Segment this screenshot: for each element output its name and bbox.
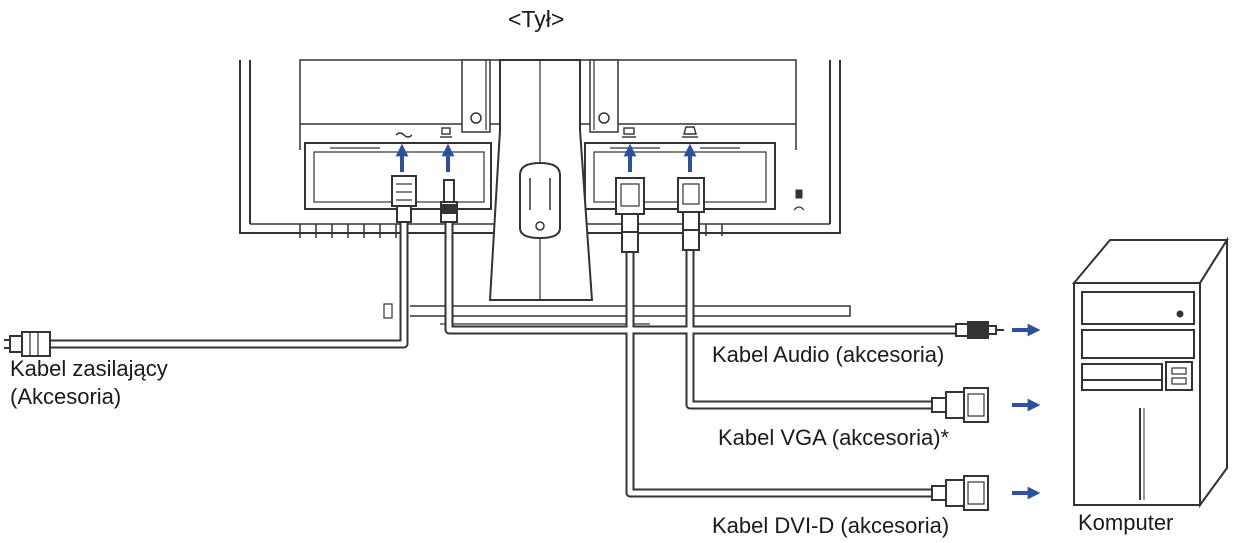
dvi-port-icon xyxy=(622,127,636,138)
power-plug-end xyxy=(4,331,51,357)
power-port-icon xyxy=(395,132,413,138)
dvi-connector xyxy=(615,177,645,253)
computer-tower xyxy=(1071,236,1229,509)
vga-cable-label: Kabel VGA (akcesoria)* xyxy=(718,425,950,450)
power-cable-label: Kabel zasilający xyxy=(10,356,168,381)
audio-port-icon xyxy=(440,127,452,138)
vga-connector xyxy=(677,177,705,251)
rear-view-title: <Tył> xyxy=(508,6,565,32)
power-cable-accessory-label: (Akcesoria) xyxy=(10,384,122,409)
cables xyxy=(50,222,960,498)
connection-arrows xyxy=(395,143,697,172)
direction-arrows xyxy=(1012,323,1041,500)
computer-label: Komputer xyxy=(1078,510,1174,535)
dvi-plug-end xyxy=(931,475,989,511)
dvi-cable-label: Kabel DVI-D (akcesoria) xyxy=(712,513,950,538)
audio-cable-label: Kabel Audio (akcesoria) xyxy=(712,342,945,367)
kensington-lock-icon xyxy=(795,189,803,199)
power-connector xyxy=(391,175,417,223)
vga-port-icon xyxy=(682,126,698,138)
vga-plug-end xyxy=(931,387,989,423)
audio-connector xyxy=(440,179,458,223)
audio-plug-end xyxy=(955,321,1004,339)
